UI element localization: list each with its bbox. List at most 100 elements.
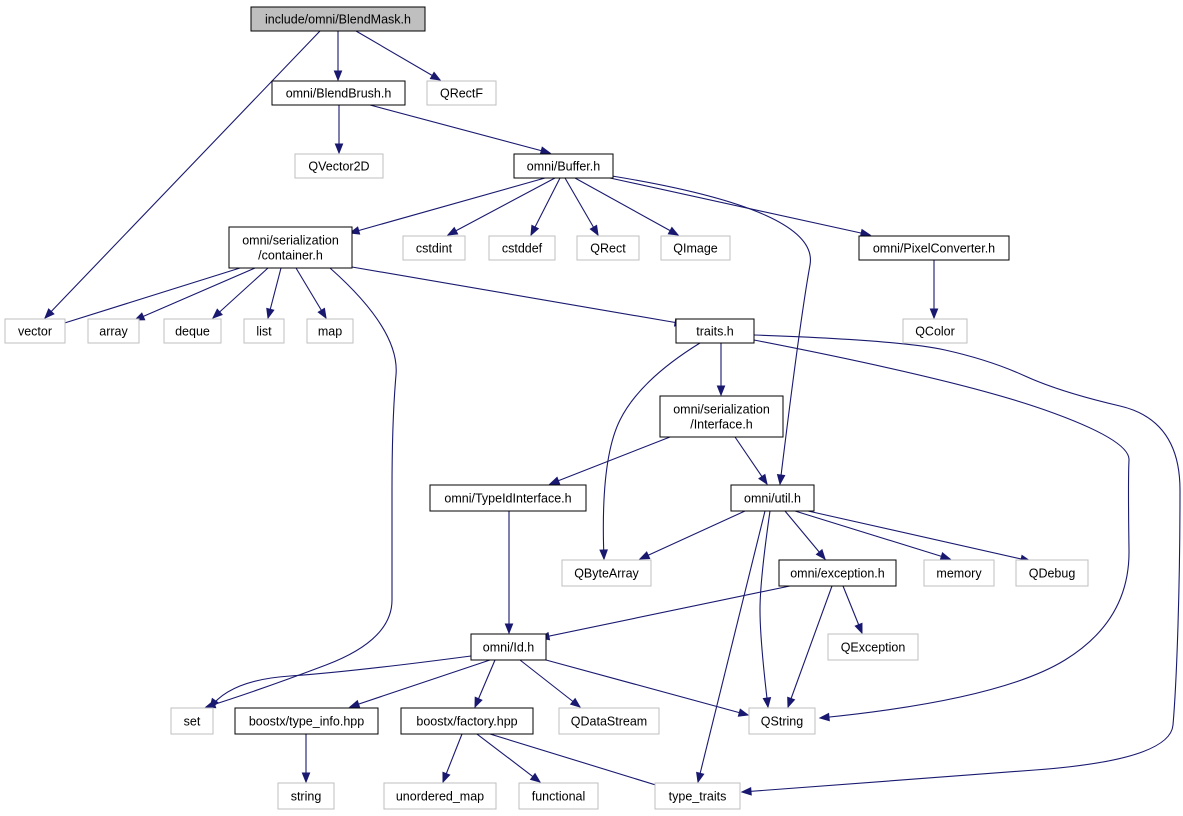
- node-string: string: [277, 782, 335, 810]
- edge-line: [349, 177, 546, 234]
- node-buffer[interactable]: omni/Buffer.h: [513, 153, 614, 179]
- node-unorderedmap: unordered_map: [383, 782, 497, 810]
- edge-id-to-factory: [474, 659, 496, 709]
- node-pixelconverter[interactable]: omni/PixelConverter.h: [858, 235, 1010, 261]
- arrowhead-icon: [815, 548, 826, 561]
- edge-blendmask-to-qrectf: [355, 30, 442, 81]
- node-label: omni/Buffer.h: [527, 159, 600, 173]
- edge-line: [784, 510, 826, 560]
- arrowhead-icon: [429, 71, 442, 81]
- edge-line: [609, 177, 871, 236]
- edge-line: [54, 267, 241, 327]
- arrowhead-icon: [776, 474, 786, 486]
- node-box: [294, 153, 384, 179]
- edge-pixelconverter-to-qcolor: [929, 260, 939, 320]
- node-deque: deque: [163, 318, 222, 344]
- edge-line: [349, 659, 491, 708]
- node-label: omni/BlendBrush.h: [286, 86, 392, 100]
- edge-buffer-to-container: [348, 177, 546, 235]
- node-label: /Interface.h: [690, 417, 753, 431]
- node-qimage: QImage: [660, 235, 731, 261]
- edges-layer: [44, 30, 1181, 796]
- arrowhead-icon: [504, 623, 514, 635]
- node-box: [659, 395, 784, 438]
- node-id[interactable]: omni/Id.h: [470, 633, 547, 661]
- node-box: [243, 318, 285, 344]
- node-util[interactable]: omni/util.h: [730, 484, 815, 512]
- node-exception[interactable]: omni/exception.h: [778, 559, 897, 587]
- edge-container-to-array: [133, 267, 256, 321]
- node-label: omni/exception.h: [790, 566, 885, 580]
- edge-line: [787, 585, 833, 708]
- arrowhead-icon: [446, 226, 459, 236]
- arrowhead-icon: [818, 712, 830, 722]
- edge-typeidinterface-to-id: [504, 511, 514, 635]
- node-factory[interactable]: boostx/factory.hpp: [400, 707, 534, 735]
- arrowhead-icon: [442, 771, 451, 784]
- node-functional: functional: [518, 782, 599, 810]
- node-interface[interactable]: omni/serialization/Interface.h: [659, 395, 784, 438]
- edge-buffer-to-pixelconverter: [609, 177, 872, 238]
- arrowhead-icon: [266, 307, 275, 320]
- edge-line: [369, 104, 551, 154]
- node-qdebug: QDebug: [1015, 559, 1089, 587]
- arrowhead-icon: [529, 772, 542, 783]
- node-box: [660, 235, 731, 261]
- node-label: QImage: [673, 241, 718, 255]
- edge-line: [476, 733, 541, 783]
- arrowhead-icon: [348, 699, 361, 709]
- node-box: [778, 559, 897, 587]
- node-qrect: QRect: [576, 235, 640, 261]
- node-box: [228, 226, 353, 269]
- edge-line: [697, 510, 766, 783]
- node-label: string: [291, 789, 322, 803]
- node-blendmask[interactable]: include/omni/BlendMask.h: [250, 6, 426, 32]
- arrowhead-icon: [133, 312, 146, 321]
- arrowhead-icon: [787, 696, 796, 709]
- node-label: traits.h: [696, 324, 734, 338]
- node-container[interactable]: omni/serialization/container.h: [228, 226, 353, 269]
- edge-container-to-traits: [351, 266, 686, 327]
- edge-container-to-deque: [212, 267, 269, 319]
- node-traits[interactable]: traits.h: [675, 318, 755, 344]
- node-label: QRect: [590, 241, 626, 255]
- arrowhead-icon: [539, 146, 552, 155]
- node-label: omni/serialization: [673, 402, 770, 416]
- edge-interface-to-util: [734, 436, 768, 486]
- edge-util-to-typetraits: [696, 510, 766, 784]
- edge-buffer-to-qimage: [574, 177, 680, 236]
- node-box: [675, 318, 755, 344]
- edge-container-to-vector: [53, 267, 241, 328]
- node-label: include/omni/BlendMask.h: [265, 12, 411, 26]
- arrowhead-icon: [929, 308, 939, 320]
- node-qcolor: QColor: [902, 318, 968, 344]
- node-label: QDataStream: [571, 714, 647, 728]
- node-label: QRectF: [440, 86, 483, 100]
- arrowhead-icon: [44, 308, 55, 319]
- node-box: [250, 6, 426, 32]
- node-label: QString: [761, 714, 803, 728]
- node-typeinfo[interactable]: boostx/type_info.hpp: [234, 707, 379, 735]
- node-label: array: [99, 324, 128, 338]
- arrowhead-icon: [548, 476, 561, 485]
- edge-line: [205, 267, 397, 708]
- arrowhead-icon: [758, 473, 768, 486]
- node-typetraits: type_traits: [654, 782, 741, 810]
- edge-util-to-memory: [794, 510, 952, 561]
- node-box: [426, 80, 497, 106]
- node-label: vector: [18, 324, 52, 338]
- edge-line: [295, 267, 327, 319]
- edge-line: [355, 30, 441, 81]
- edge-util-to-qbytearray: [638, 510, 746, 560]
- node-qrectf: QRectF: [426, 80, 497, 106]
- edge-line: [639, 510, 746, 560]
- node-blendbrush[interactable]: omni/BlendBrush.h: [271, 80, 406, 106]
- edge-line: [549, 436, 671, 485]
- edge-line: [44, 30, 321, 319]
- node-typeidinterface[interactable]: omni/TypeIdInterface.h: [429, 484, 587, 512]
- node-box: [383, 782, 497, 810]
- node-box: [400, 707, 534, 735]
- edge-line: [545, 659, 749, 716]
- edge-line: [753, 339, 1130, 719]
- edge-buffer-to-cstddef: [530, 177, 561, 237]
